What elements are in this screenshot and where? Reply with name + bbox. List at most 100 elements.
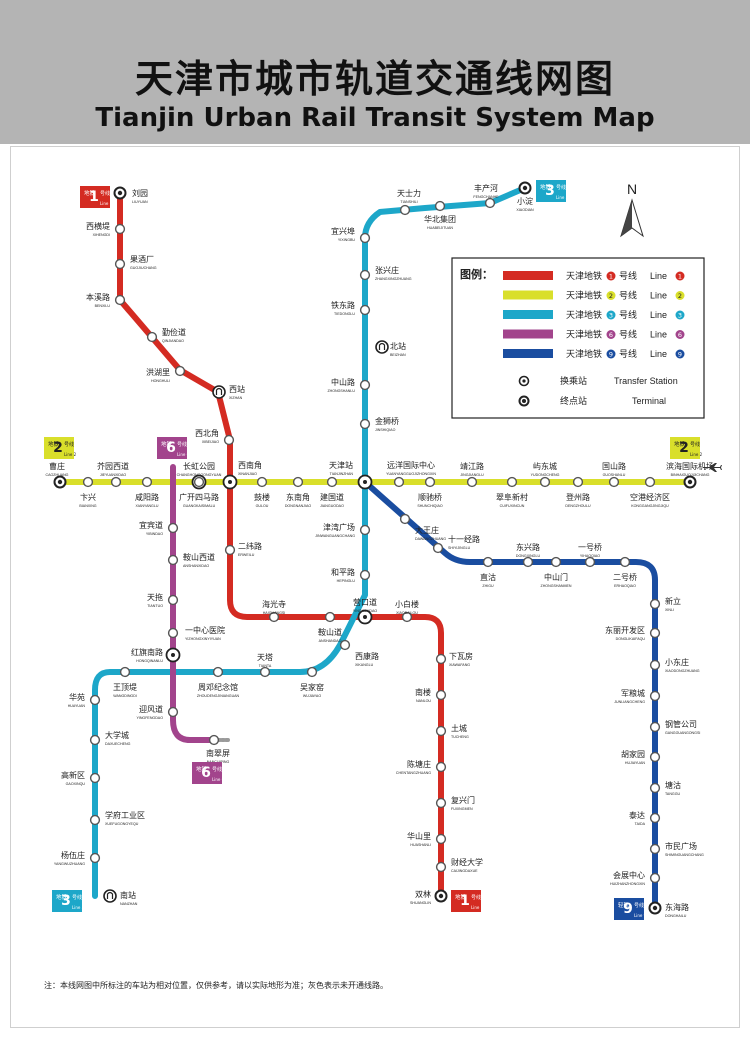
station-name-en: YIXINGBU bbox=[338, 238, 356, 242]
station-name-cn: 小东庄 bbox=[665, 657, 689, 667]
svg-text:号线: 号线 bbox=[619, 270, 637, 281]
station-name-en: KONGGANGJINGJIQU bbox=[631, 504, 669, 508]
station-name-cn: 大王庄 bbox=[415, 525, 439, 535]
station-name-cn: 泰达 bbox=[629, 810, 645, 820]
station-name-en: ZHIGU bbox=[482, 584, 494, 588]
station-name-cn: 鞍山西道 bbox=[183, 552, 215, 562]
station-dot bbox=[339, 639, 351, 651]
station-name-cn: 丰产河 bbox=[474, 183, 498, 193]
station-name-en: JIANGUODAO bbox=[320, 504, 344, 508]
station-guangkaisimalu[interactable] bbox=[193, 476, 205, 488]
station-name-en: JINWANGUANGCHANG bbox=[315, 534, 355, 538]
